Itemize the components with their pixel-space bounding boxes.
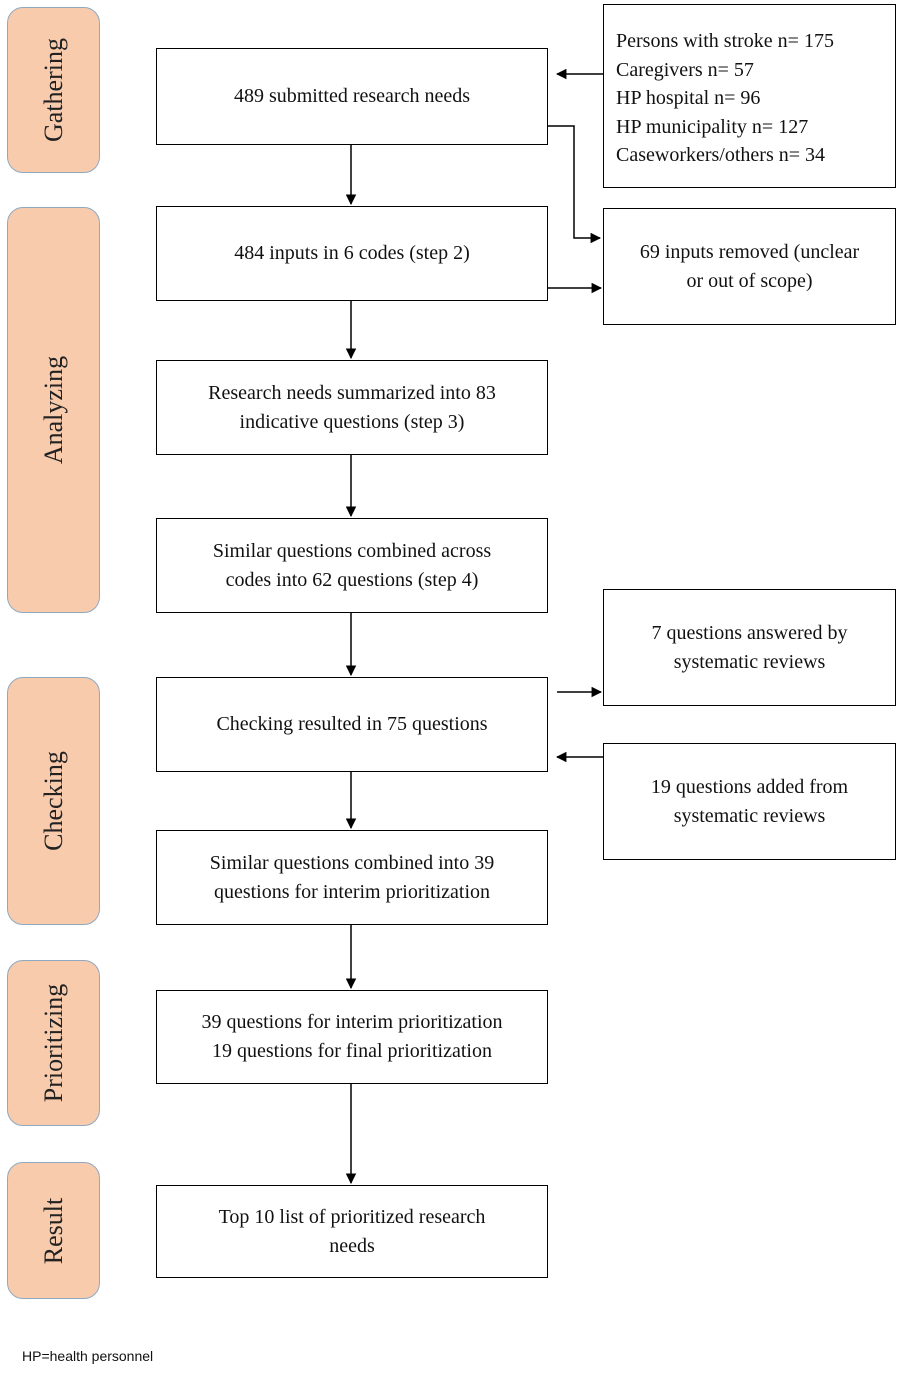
step-prioritization: 39 questions for interim prioritization … (156, 990, 548, 1084)
side-answered-line-2: systematic reviews (673, 650, 826, 673)
side-added: 19 questions added from systematic revie… (603, 743, 896, 860)
source-hp-hospital: HP hospital n= 96 (616, 87, 761, 109)
step-combined-codes-line-2: codes into 62 questions (step 4) (225, 568, 479, 591)
side-added-line-1: 19 questions added from (650, 775, 849, 798)
phase-result: Result (7, 1162, 100, 1299)
phase-prioritizing: Prioritizing (7, 960, 100, 1126)
step-top10-line-1: Top 10 list of prioritized research (218, 1205, 486, 1228)
side-answered-line-1: 7 questions answered by (651, 621, 848, 644)
side-removed-line-2: or out of scope) (686, 269, 813, 292)
source-caseworkers-others: Caseworkers/others n= 34 (616, 144, 826, 166)
step-summarized: Research needs summarized into 83 indica… (156, 360, 548, 455)
step-submitted: 489 submitted research needs (156, 48, 548, 145)
step-prioritization-line-1: 39 questions for interim prioritization (201, 1011, 503, 1033)
step-summarized-line-1: Research needs summarized into 83 (208, 381, 496, 404)
step-combined-codes-line-1: Similar questions combined across (212, 539, 492, 562)
side-added-line-2: systematic reviews (673, 804, 826, 827)
step-combined-codes: Similar questions combined across codes … (156, 518, 548, 613)
source-persons-with-stroke: Persons with stroke n= 175 (616, 30, 834, 52)
side-removed: 69 inputs removed (unclear or out of sco… (603, 208, 896, 325)
phase-gathering: Gathering (7, 7, 100, 173)
sources-box: Persons with stroke n= 175 Caregivers n=… (603, 4, 896, 188)
source-caregivers: Caregivers n= 57 (616, 58, 754, 81)
step-prioritization-line-2: 19 questions for final prioritization (212, 1040, 492, 1062)
side-removed-line-1: 69 inputs removed (unclear (639, 240, 860, 263)
step-top10: Top 10 list of prioritized research need… (156, 1185, 548, 1278)
step-combined-interim: Similar questions combined into 39 quest… (156, 830, 548, 925)
phase-checking: Checking (7, 677, 100, 925)
step-checking-result-text: Checking resulted in 75 questions (216, 713, 488, 735)
arrow-submitted-to-removed (548, 125, 602, 244)
side-answered: 7 questions answered by systematic revie… (603, 589, 896, 706)
footnote: HP=health personnel (22, 1348, 154, 1364)
source-hp-municipality: HP municipality n= 127 (616, 115, 809, 138)
step-checking-result: Checking resulted in 75 questions (156, 677, 548, 772)
step-top10-line-2: needs (329, 1234, 375, 1257)
step-combined-interim-line-2: questions for interim prioritization (213, 880, 491, 903)
step-summarized-line-2: indicative questions (step 3) (239, 410, 465, 433)
step-coded-text: 484 inputs in 6 codes (step 2) (234, 242, 470, 264)
phase-analyzing: Analyzing (7, 207, 100, 613)
step-coded: 484 inputs in 6 codes (step 2) (156, 206, 548, 301)
step-combined-interim-line-1: Similar questions combined into 39 (209, 851, 495, 874)
step-submitted-text: 489 submitted research needs (233, 85, 471, 107)
